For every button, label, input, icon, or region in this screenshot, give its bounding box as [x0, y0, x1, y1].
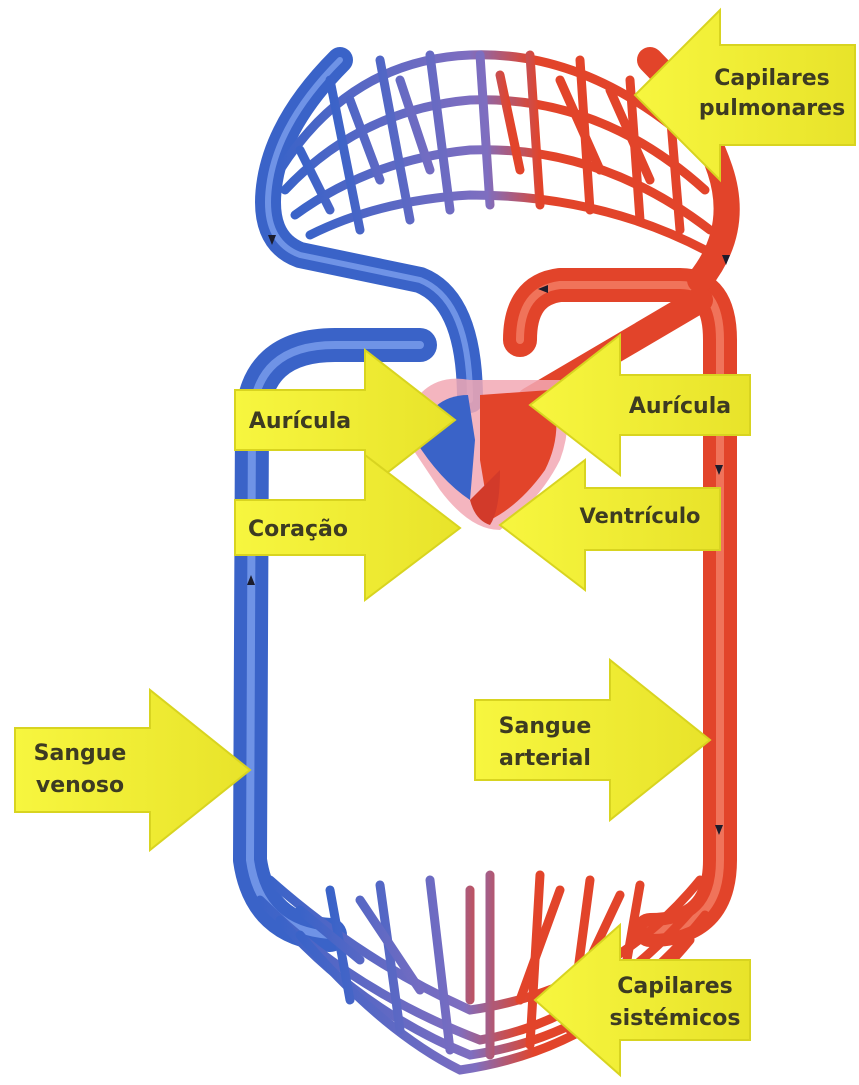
- sangue-venoso-line2: venoso: [36, 773, 124, 798]
- sangue-arterial-line2: arterial: [499, 746, 591, 771]
- label-capilares-pulmonares: Capilares pulmonares: [635, 10, 855, 180]
- label-sangue-venoso: Sangue venoso: [15, 690, 250, 850]
- label-capilares-sistemicos: Capilares sistémicos: [535, 925, 750, 1075]
- capilares-sistemicos-line2: sistémicos: [610, 1006, 741, 1031]
- auricula-right-text: Aurícula: [629, 394, 731, 419]
- sangue-arterial-line1: Sangue: [499, 714, 592, 739]
- coracao-text: Coração: [248, 517, 348, 542]
- auricula-left-text: Aurícula: [249, 409, 351, 434]
- label-sangue-arterial: Sangue arterial: [475, 660, 710, 820]
- ventriculo-text: Ventrículo: [580, 504, 701, 528]
- label-coracao: Coração: [235, 455, 460, 600]
- capilares-sistemicos-line1: Capilares: [617, 974, 733, 999]
- sangue-venoso-line1: Sangue: [34, 741, 127, 766]
- capilares-pulmonares-line1: Capilares: [714, 66, 830, 91]
- capilares-pulmonares-line2: pulmonares: [699, 96, 845, 121]
